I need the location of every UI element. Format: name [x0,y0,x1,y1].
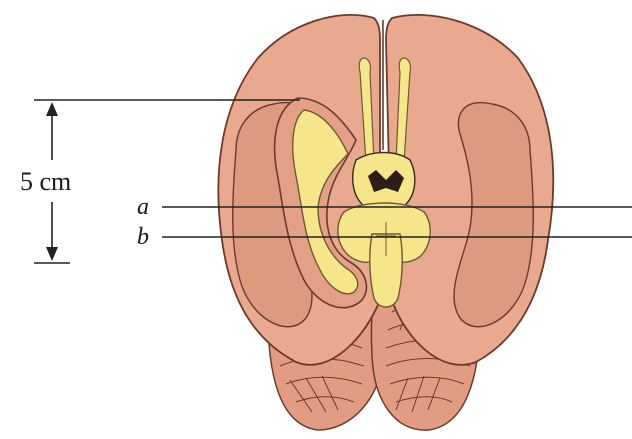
scale-arrow-up-icon [46,102,58,116]
section-line-b-label: b [137,224,149,250]
section-line-a-label: a [137,194,149,220]
scale-label: 5 cm [20,167,71,196]
scale-arrow-down-icon [46,247,58,261]
